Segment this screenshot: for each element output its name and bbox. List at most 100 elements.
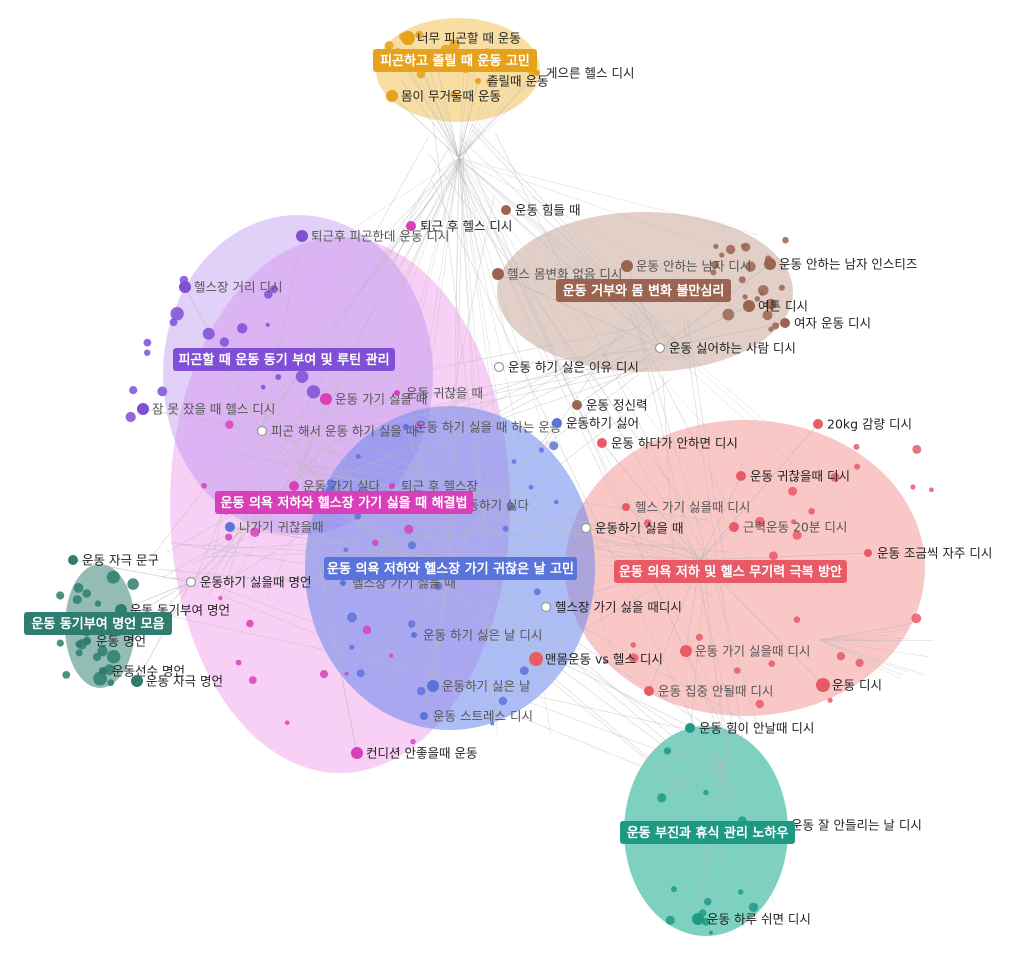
node-n24[interactable]: 헬스 몸변화 없음 디시	[492, 267, 622, 282]
minor-node-pink	[225, 420, 234, 429]
node-n13[interactable]: 운동 가기 싫다	[289, 479, 380, 494]
node-marker	[552, 418, 562, 428]
edge	[661, 759, 721, 799]
node-n10[interactable]: 피곤 해서 운동 하기 싫을 때	[256, 424, 418, 439]
edge	[420, 377, 674, 574]
node-n3[interactable]: 졸릴때 운동	[475, 74, 548, 89]
edge	[659, 263, 771, 349]
cluster-label-teal[interactable]: 운동 부진과 휴식 관리 노하우	[620, 821, 795, 844]
node-n21[interactable]: 운동 스트레스 디시	[420, 709, 533, 724]
cluster-label-darkteal[interactable]: 운동 동기부여 명언 모음	[24, 612, 172, 635]
edge	[699, 423, 819, 561]
cluster-label-red[interactable]: 운동 의욕 저하 및 헬스 무기력 극복 방안	[614, 560, 847, 583]
edge	[416, 73, 460, 159]
node-n50[interactable]: 운동 명언	[83, 634, 146, 649]
node-n39[interactable]: 운동 조금씩 자주 디시	[864, 546, 992, 561]
edge	[455, 157, 460, 337]
minor-node-purple	[170, 307, 184, 321]
node-n12[interactable]: 운동 하기 싫을 때 하는 운동	[403, 420, 561, 435]
cluster-label-purple[interactable]: 피곤할 때 운동 동기 부여 및 루틴 관리	[173, 348, 395, 371]
node-n35[interactable]: 운동 귀찮을때 디시	[736, 469, 850, 484]
node-n9[interactable]: 운동 가기 싫을 때	[320, 392, 427, 407]
minor-node-darkteal	[75, 640, 83, 648]
node-n4[interactable]: 몸이 무거울때 운동	[386, 89, 501, 104]
minor-node-blue	[354, 513, 361, 520]
edge	[652, 759, 721, 800]
minor-node-purple	[269, 285, 278, 294]
node-n33[interactable]: 20kg 감량 디시	[813, 417, 912, 432]
node-n43[interactable]: 운동 집중 안될때 디시	[644, 684, 773, 699]
node-n6[interactable]: 퇴근후 피곤한데 운동 디시	[296, 229, 449, 244]
node-n27[interactable]: 여튼 디시	[743, 299, 808, 314]
edge	[458, 136, 682, 349]
edge	[458, 96, 523, 159]
cluster-label-brown[interactable]: 운동 거부와 몸 변화 불만심리	[556, 279, 731, 302]
minor-node-pink	[319, 670, 329, 679]
edge	[260, 458, 712, 521]
node-n1[interactable]: 너무 피곤할 때 운동	[401, 31, 521, 46]
node-n19[interactable]: 운동 하기 싫은 날 디시	[411, 628, 542, 643]
node-n7[interactable]: 헬스장 거리 디시	[179, 280, 282, 295]
node-marker	[386, 90, 398, 102]
node-label: 운동 가기 싫다	[303, 479, 380, 494]
node-n37[interactable]: 운동하기 싫을 때	[580, 521, 684, 536]
node-n23[interactable]: 운동 힘들 때	[501, 203, 580, 218]
edge	[444, 157, 460, 237]
node-n20[interactable]: 운동하기 싫은 날	[427, 679, 531, 694]
edge	[458, 157, 510, 351]
node-n46[interactable]: 운동 잘 안들리는 날 디시	[779, 818, 922, 833]
node-n47[interactable]: 운동 하루 쉬면 디시	[692, 912, 811, 927]
node-n45[interactable]: 운동 힘이 안날때 디시	[685, 721, 814, 736]
node-n36[interactable]: 헬스 가기 싫을때 디시	[622, 500, 750, 515]
node-n31[interactable]: 운동 정신력	[572, 398, 647, 413]
node-n41[interactable]: 운동 가기 싫을때 디시	[680, 644, 810, 659]
minor-node-darkteal	[56, 639, 64, 647]
minor-node-purple	[264, 290, 273, 299]
edge	[632, 307, 761, 734]
cluster-label-pink[interactable]: 운동 의욕 저하와 헬스장 가기 싫을 때 해결법	[215, 491, 473, 514]
node-n11[interactable]: 운동 귀찮을 때	[394, 386, 483, 401]
node-n22[interactable]: 컨디션 안좋을때 운동	[351, 746, 477, 761]
node-n2[interactable]: 게으른 헬스 디시	[534, 66, 634, 81]
node-label: 운동 힘들 때	[515, 203, 580, 218]
edge	[705, 759, 721, 868]
node-n8[interactable]: 잠 못 잤을 때 헬스 디시	[137, 402, 275, 417]
node-marker	[501, 205, 511, 215]
node-n38[interactable]: 근력운동 20분 디시	[729, 520, 847, 535]
node-n28[interactable]: 여자 운동 디시	[780, 316, 871, 331]
minor-node-brown	[762, 310, 773, 321]
node-n40[interactable]: 헬스장 가기 싫을 때디시	[540, 600, 682, 615]
node-n25[interactable]: 운동 안하는 남자 디시	[621, 259, 751, 274]
node-n29[interactable]: 운동 싫어하는 사람 디시	[654, 341, 796, 356]
minor-node-darkteal	[92, 652, 102, 662]
node-marker	[394, 390, 400, 396]
node-n14[interactable]: 퇴근 후 헬스장	[389, 479, 478, 494]
minor-node-brown	[778, 284, 785, 291]
node-n30[interactable]: 운동 하기 싫은 이유 디시	[493, 360, 639, 375]
cluster-label-yellow[interactable]: 피곤하고 졸릴 때 운동 고민	[373, 49, 537, 72]
edge	[458, 157, 498, 736]
node-n17[interactable]: 운동하기 싫을때 명언	[185, 575, 312, 590]
node-n16[interactable]: 나가기 귀찮을때	[225, 520, 323, 535]
edge	[458, 97, 475, 159]
node-hub-marker	[185, 576, 197, 588]
node-n32[interactable]: 운동하기 싫어	[552, 416, 639, 431]
minor-node-red	[695, 633, 704, 641]
node-n48[interactable]: 운동 자극 문구	[68, 553, 159, 568]
edge	[193, 467, 308, 590]
node-n5[interactable]: 퇴근 후 헬스 디시	[406, 219, 512, 234]
node-label: 여자 운동 디시	[794, 316, 871, 331]
node-n44[interactable]: 운동 디시	[816, 678, 882, 693]
node-n42[interactable]: 맨몸운동 vs 헬스 디시	[529, 652, 663, 667]
minor-node-darkteal	[82, 589, 91, 598]
cluster-label-blue[interactable]: 운동 의욕 저하와 헬스장 가기 귀찮은 날 고민	[324, 557, 577, 580]
minor-node-red	[755, 699, 764, 709]
node-n26[interactable]: 운동 안하는 남자 인스티즈	[764, 257, 917, 272]
minor-node-brown	[719, 252, 725, 258]
node-n34[interactable]: 운동 하다가 안하면 디시	[597, 436, 738, 451]
node-n51[interactable]: 운동선수 명언	[99, 664, 185, 679]
edge	[442, 528, 732, 553]
minor-node-darkteal	[75, 649, 83, 657]
node-n52[interactable]: 운동 자극 명언	[131, 674, 223, 689]
minor-node-red	[792, 530, 802, 540]
